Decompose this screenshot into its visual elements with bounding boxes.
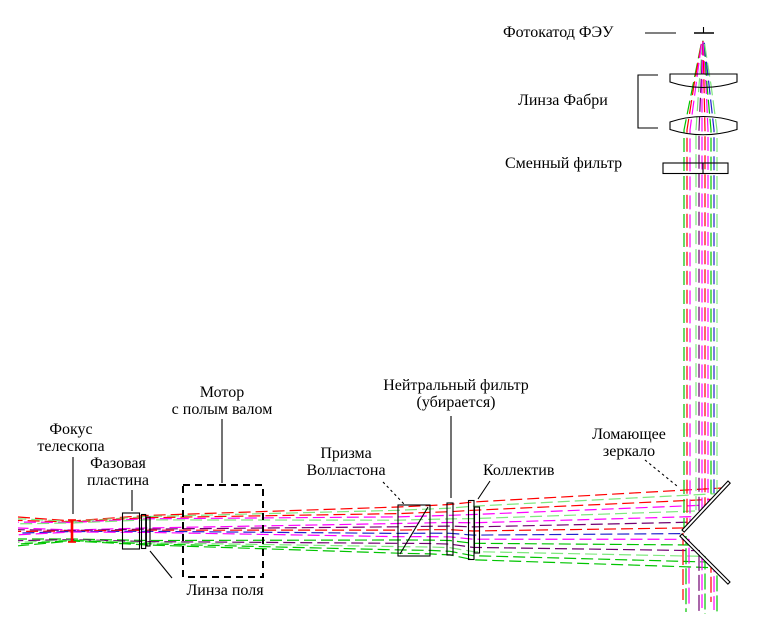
folding-mirror-label: Ломающее зеркало	[592, 426, 666, 460]
neutral-filter	[446, 502, 454, 556]
telescope-focus-mark	[68, 519, 76, 543]
ray	[17, 510, 702, 525]
ray	[17, 539, 711, 563]
field-lens-leader	[149, 550, 173, 579]
wollaston-label-line1: Призма	[320, 445, 372, 462]
wollaston-label-line2: Волластона	[306, 462, 386, 479]
ray	[702, 39, 709, 503]
ray-layer	[17, 39, 723, 614]
phase-plate-label: Фазовая пластина	[87, 455, 149, 489]
motor-label: Мотор с полым валом	[172, 384, 273, 418]
photocathode-mark	[694, 27, 714, 34]
ray	[689, 39, 703, 523]
fabry-bracket	[637, 74, 658, 129]
motor-label-line2: с полым валом	[171, 401, 273, 418]
motor-hollow-shaft-box	[182, 484, 264, 578]
ray	[17, 527, 687, 533]
ray	[701, 39, 704, 510]
fabry-lens-lower	[669, 116, 738, 136]
phase-plate-label-line1: Фазовая	[90, 455, 146, 472]
ray	[703, 39, 718, 493]
element-layer	[68, 27, 738, 585]
ray	[695, 39, 704, 516]
ray	[17, 539, 706, 557]
collective-leader	[477, 480, 491, 500]
wollaston-prism-label: Призма Волластона	[306, 445, 385, 479]
ray	[17, 530, 685, 536]
phase-plate	[121, 512, 141, 550]
ray	[17, 515, 697, 531]
motor-label-line1: Мотор	[199, 384, 245, 401]
ray	[683, 39, 703, 530]
ray	[17, 487, 723, 522]
folding-mirror-label-line2: зеркало	[602, 443, 656, 460]
prism-leader	[382, 481, 405, 505]
ray	[702, 39, 706, 506]
field-lens	[140, 513, 151, 550]
field-lens-label: Линза поля	[186, 582, 264, 599]
neutral-filter-label: Нейтральный фильтр (убирается)	[383, 377, 529, 411]
folding-mirror-label-line1: Ломающее	[592, 426, 666, 443]
telescope-focus-label-line1: Фокус	[49, 421, 93, 438]
fabry-lens-label: Линза Фабри	[518, 92, 608, 109]
ray	[703, 39, 715, 496]
neutral-filter-label-line1: Нейтральный фильтр	[383, 377, 529, 394]
ray	[17, 504, 707, 524]
changeable-filter	[662, 162, 729, 175]
folding-mirror	[679, 480, 731, 585]
collective-lens	[467, 499, 481, 561]
photocathode-label: Фотокатод ФЭУ	[503, 24, 614, 41]
telescope-focus-label: Фокус телескопа	[37, 421, 104, 455]
changeable-filter-label: Сменный фильтр	[505, 155, 623, 172]
leader-lines	[72, 32, 678, 579]
fabry-lens-upper	[669, 73, 738, 88]
ray	[686, 39, 703, 526]
phase-plate-label-line2: пластина	[87, 472, 149, 489]
ray	[703, 39, 712, 500]
collective-label: Коллектив	[483, 462, 555, 479]
ray	[17, 531, 690, 540]
telescope-focus-label-line2: телескопа	[37, 438, 105, 455]
neutral-filter-label-line2: (убирается)	[416, 394, 496, 411]
mirror-leader	[644, 459, 678, 487]
wollaston-prism	[397, 504, 431, 557]
